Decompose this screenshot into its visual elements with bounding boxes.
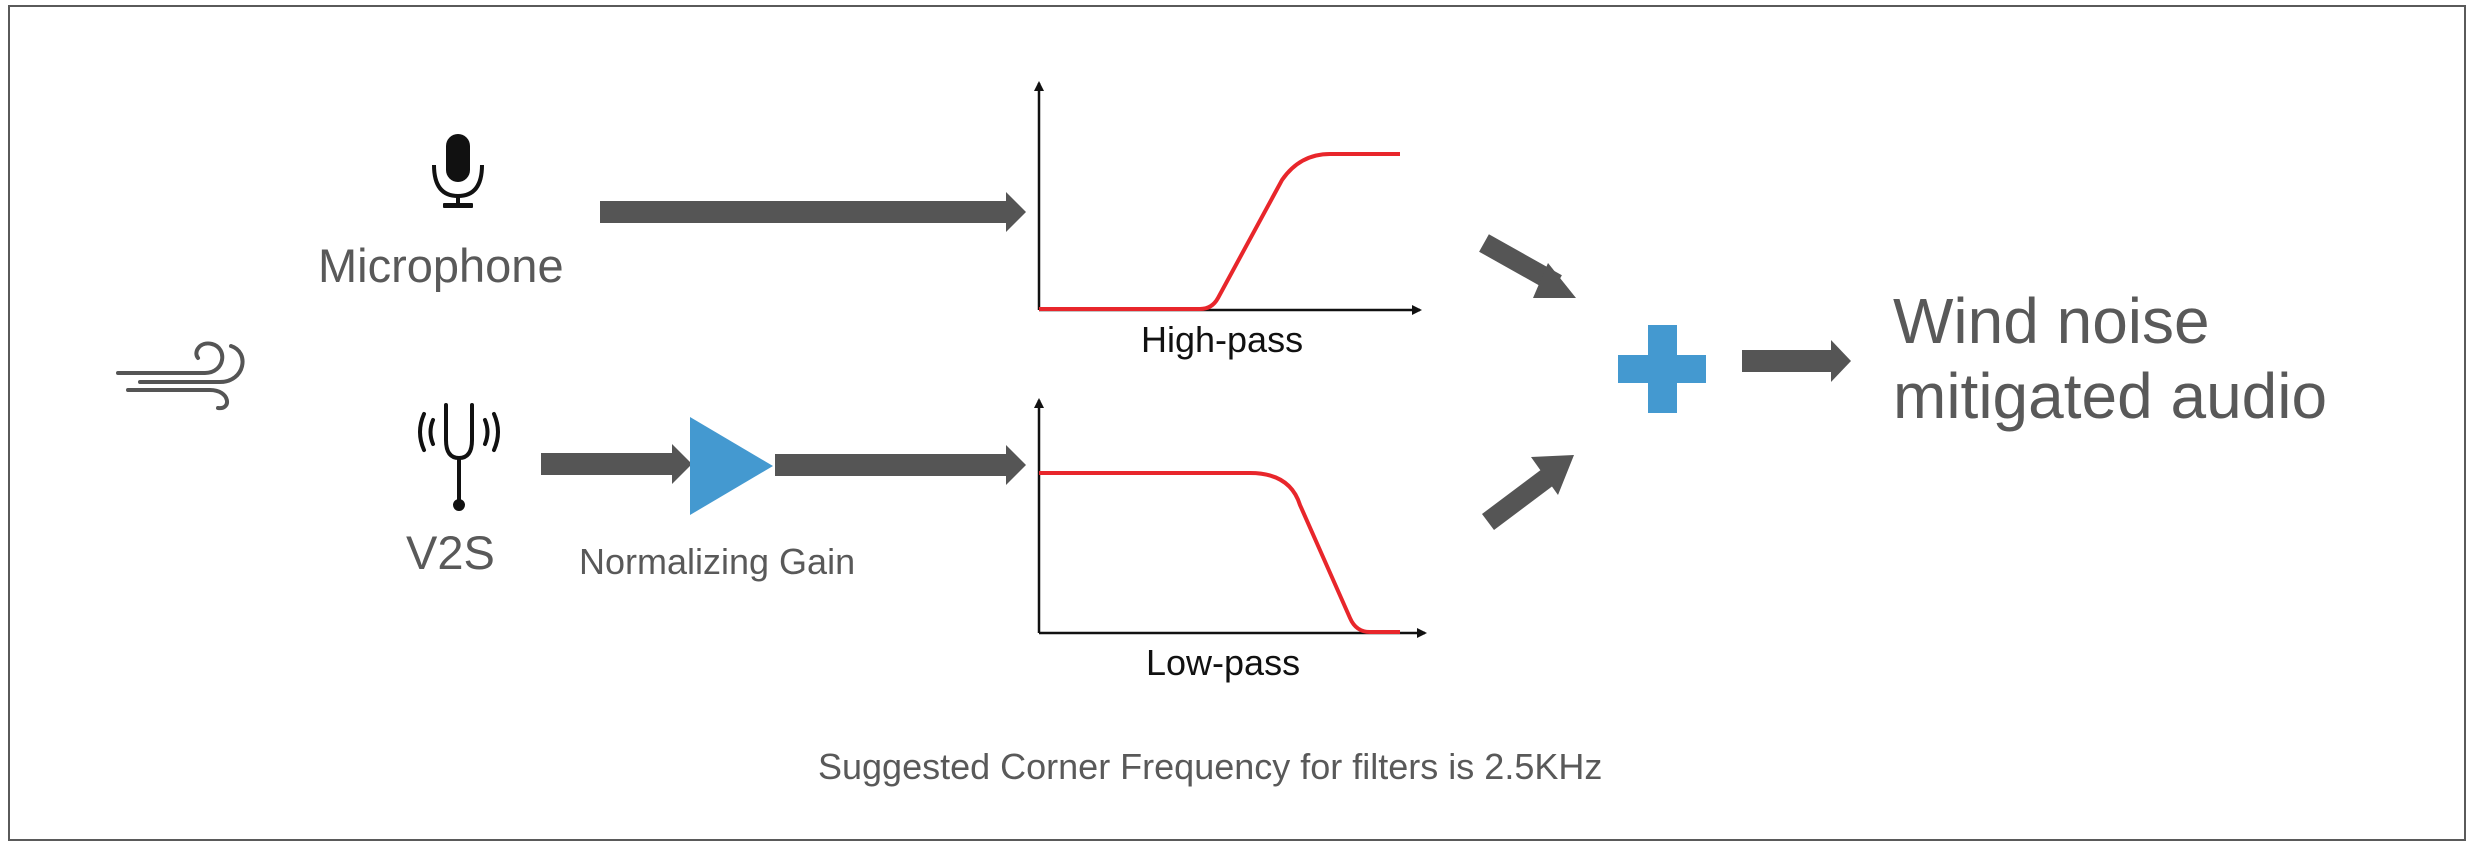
normalizing-gain-label: Normalizing Gain: [579, 541, 856, 582]
lowpass-label: Low-pass: [1146, 642, 1301, 683]
output-label-line2: mitigated audio: [1893, 360, 2328, 432]
wind-icon: [116, 341, 245, 411]
v2s-label: V2S: [406, 526, 495, 579]
lowpass-curve: [1039, 471, 1400, 634]
corner-frequency-note: Suggested Corner Frequency for filters i…: [818, 746, 1603, 787]
tuning-fork-icon: [418, 403, 500, 511]
arrow-lowpass-to-sum: [1482, 455, 1574, 530]
amplifier-triangle-icon: [690, 417, 773, 515]
output-label-line1: Wind noise: [1893, 285, 2210, 357]
highpass-graph: [1034, 81, 1422, 315]
arrow-gain-to-lowpass: [775, 445, 1026, 485]
highpass-label: High-pass: [1141, 319, 1304, 360]
arrow-sum-to-output: [1742, 340, 1851, 382]
microphone-label: Microphone: [318, 239, 564, 292]
arrow-highpass-to-sum: [1479, 234, 1576, 298]
lowpass-graph: [1034, 398, 1427, 638]
arrow-mic-to-highpass: [600, 192, 1026, 232]
highpass-curve: [1039, 152, 1400, 311]
diagram-frame: [8, 5, 2466, 841]
plus-icon: [1618, 325, 1706, 413]
output-label: Wind noise mitigated audio: [1893, 284, 2327, 434]
arrow-v2s-to-gain: [541, 444, 692, 484]
microphone-icon: [432, 134, 484, 208]
